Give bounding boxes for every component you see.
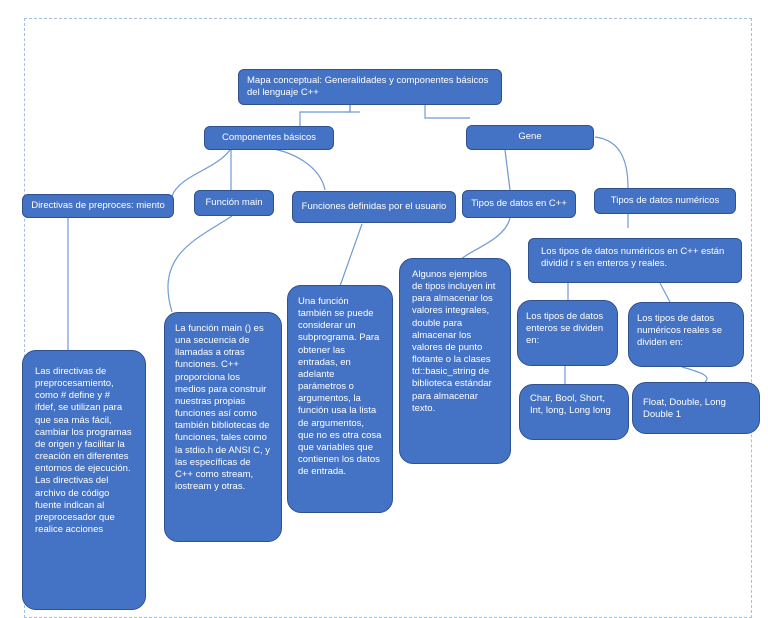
gene-text: Gene: [518, 131, 542, 143]
enteros-lista-text: Char, Bool, Short, Int, long, Long long: [530, 393, 611, 417]
ejemplos-text: Algunos ejemplos de tipos incluyen int p…: [412, 269, 496, 414]
gene-node: Gene: [466, 125, 594, 150]
numericos-desc-text: Los tipos de datos numéricos en C++ está…: [541, 246, 725, 270]
funciones-usuario-text: Funciones definidas por el usuario: [301, 200, 447, 212]
main-desc-text: La función main () es una secuencia de l…: [175, 323, 271, 493]
enteros-lista-node: Char, Bool, Short, Int, long, Long long: [519, 384, 629, 440]
directivas-node: Directivas de preproces: miento: [22, 194, 174, 218]
reales-text: Los tipos de datos numéricos reales se d…: [637, 313, 723, 349]
funcion-desc-node: Una función también se puede considerar …: [287, 285, 393, 513]
tipos-datos-text: Tipos de datos en C++: [471, 197, 567, 209]
tipos-numericos-node: Tipos de datos numéricos: [594, 188, 736, 214]
title-node: Mapa conceptual: Generalidades y compone…: [238, 69, 502, 105]
funcion-main-text: Función main: [205, 196, 263, 208]
title-text: Mapa conceptual: Generalidades y compone…: [247, 74, 489, 98]
connector-lines: [67, 99, 708, 384]
componentes-node: Componentes básicos: [204, 126, 334, 150]
directivas-desc-text: Las directivas de preprocesamiento, como…: [35, 366, 132, 536]
main-desc-node: La función main () es una secuencia de l…: [164, 312, 282, 542]
directivas-text: Directivas de preproces: miento: [31, 199, 165, 211]
tipos-datos-node: Tipos de datos en C++: [462, 190, 576, 218]
ejemplos-node: Algunos ejemplos de tipos incluyen int p…: [399, 258, 511, 464]
reales-node: Los tipos de datos numéricos reales se d…: [628, 302, 744, 367]
funcion-desc-text: Una función también se puede considerar …: [298, 296, 382, 478]
reales-lista-text: Float, Double, Long Double 1: [643, 397, 726, 421]
numericos-desc-node: Los tipos de datos numéricos en C++ está…: [528, 238, 742, 283]
funcion-main-node: Función main: [194, 190, 274, 216]
funciones-usuario-node: Funciones definidas por el usuario: [292, 191, 456, 223]
componentes-text: Componentes básicos: [222, 131, 316, 143]
directivas-desc-node: Las directivas de preprocesamiento, como…: [22, 350, 146, 610]
enteros-text: Los tipos de datos enteros se dividen en…: [526, 311, 604, 347]
tipos-numericos-text: Tipos de datos numéricos: [610, 194, 720, 206]
enteros-node: Los tipos de datos enteros se dividen en…: [517, 300, 618, 366]
reales-lista-node: Float, Double, Long Double 1: [632, 382, 760, 434]
